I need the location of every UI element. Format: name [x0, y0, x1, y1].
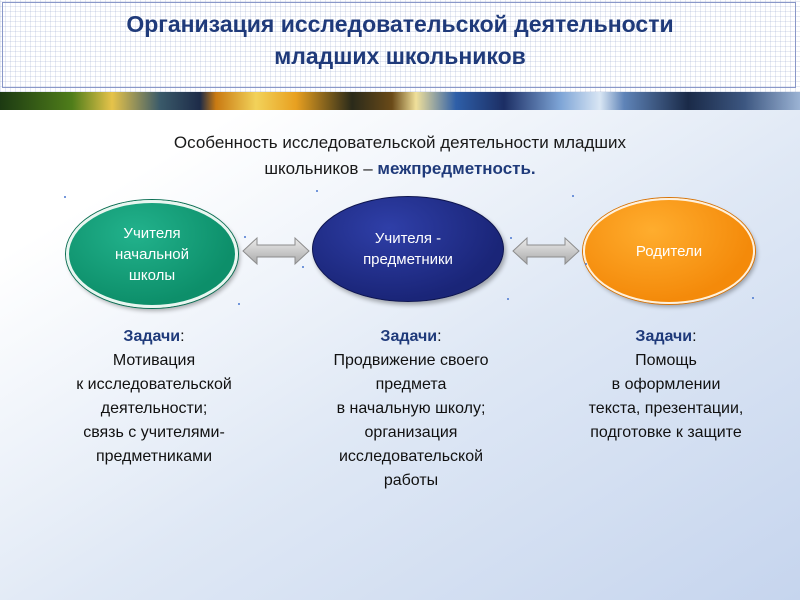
decor-dot	[244, 236, 246, 238]
tasks-line: в оформлении	[611, 376, 721, 393]
subtitle-accent: межпредметность.	[377, 159, 536, 178]
decor-dot	[64, 196, 66, 198]
tasks-subject-teachers: Задачи: Продвижение своего предмета в на…	[295, 325, 527, 493]
node-parents: Родители	[583, 198, 755, 304]
node-label: Учителя	[123, 224, 181, 242]
node-label: Учителя -	[374, 230, 442, 247]
subtitle-line-2: школьников – межпредметность.	[60, 156, 740, 182]
tasks-head: Задачи	[380, 328, 438, 345]
page-title: Организация исследовательской деятельнос…	[0, 8, 800, 72]
decor-dot	[752, 297, 754, 299]
double-arrow-icon	[242, 236, 310, 266]
decorative-banner	[0, 92, 800, 110]
node-label: начальной	[114, 245, 190, 263]
tasks-parents: Задачи: Помощь в оформлении текста, през…	[548, 325, 784, 445]
decor-dot	[302, 266, 304, 268]
tasks-primary-teachers: Задачи: Мотивация к исследовательской де…	[38, 325, 270, 469]
node-primary-teachers: Учителя начальной школы	[66, 200, 238, 308]
node-label: предметники	[363, 251, 453, 268]
tasks-line: предметниками	[95, 448, 213, 465]
tasks-head: Задачи	[123, 328, 181, 345]
tasks-colon: :	[180, 328, 185, 345]
subtitle-prefix: школьников –	[264, 159, 378, 178]
double-arrow-icon	[512, 236, 580, 266]
node-label: школы	[128, 266, 176, 284]
decor-dot	[507, 298, 509, 300]
tasks-line: связь с учителями-	[83, 424, 225, 441]
title-line-1: Организация исследовательской деятельнос…	[126, 11, 674, 37]
tasks-heading: Задачи:	[38, 325, 270, 349]
tasks-heading: Задачи:	[548, 325, 784, 349]
tasks-line: в начальную школу;	[336, 400, 486, 417]
tasks-line: деятельности;	[100, 400, 208, 417]
decor-dot	[572, 195, 574, 197]
content-background	[0, 110, 800, 600]
tasks-line: Мотивация	[112, 352, 196, 369]
subtitle-line-1: Особенность исследовательской деятельнос…	[173, 133, 627, 152]
title-line-2: младших школьников	[274, 43, 526, 69]
header-frame	[2, 2, 796, 88]
tasks-line: Продвижение своего	[333, 352, 489, 369]
tasks-line: работы	[383, 472, 439, 489]
tasks-head: Задачи	[635, 328, 693, 345]
tasks-line: подготовке к защите	[590, 424, 742, 441]
tasks-line: текста, презентации,	[588, 400, 744, 417]
decor-dot	[585, 263, 587, 265]
decor-dot	[510, 237, 512, 239]
tasks-colon: :	[437, 328, 442, 345]
node-subject-teachers: Учителя - предметники	[312, 196, 504, 302]
tasks-heading: Задачи:	[295, 325, 527, 349]
tasks-line: предмета	[375, 376, 447, 393]
tasks-line: организация	[364, 424, 458, 441]
tasks-line: исследовательской	[338, 448, 484, 465]
decor-dot	[238, 303, 240, 305]
header: Организация исследовательской деятельнос…	[0, 0, 800, 92]
node-label: Родители	[635, 242, 703, 260]
subtitle: Особенность исследовательской деятельнос…	[60, 130, 740, 182]
tasks-colon: :	[692, 328, 697, 345]
tasks-line: к исследовательской	[76, 376, 232, 393]
decor-dot	[316, 190, 318, 192]
tasks-line: Помощь	[635, 352, 697, 369]
